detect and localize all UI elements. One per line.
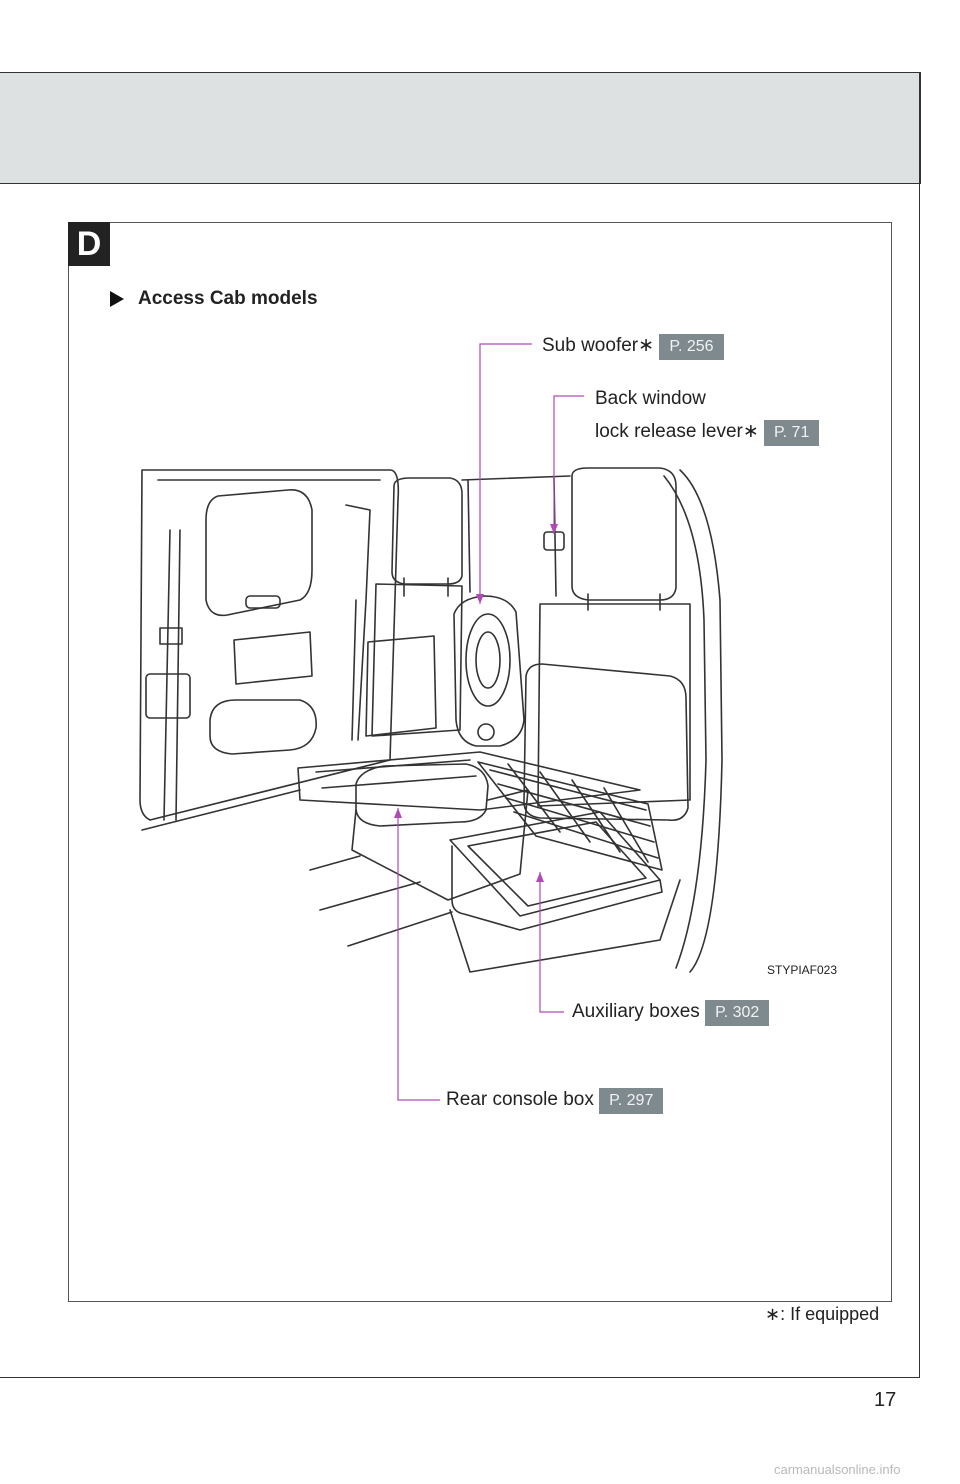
callout-back-window-lever: Back window — [595, 388, 706, 410]
callout-label: Rear console box — [446, 1089, 594, 1110]
section-box — [68, 222, 892, 1302]
header-band — [0, 72, 921, 184]
callout-auxiliary-boxes: Auxiliary boxes P. 302 — [572, 1000, 770, 1026]
watermark: carmanualsonline.info — [774, 1462, 901, 1477]
subheading: Access Cab models — [110, 288, 318, 310]
page-ref-badge[interactable]: P. 71 — [764, 420, 820, 446]
callout-label-line1: Back window — [595, 388, 706, 409]
asterisk-icon: ∗ — [765, 1304, 781, 1324]
asterisk-icon: ∗ — [742, 421, 759, 442]
page-ref-badge[interactable]: P. 256 — [659, 334, 724, 360]
drawing-code: STYPIAF023 — [767, 963, 838, 977]
subheading-text: Access Cab models — [138, 288, 318, 309]
callout-label: Auxiliary boxes — [572, 1001, 700, 1022]
page-ref-badge[interactable]: P. 297 — [599, 1088, 664, 1114]
asterisk-icon: ∗ — [638, 335, 655, 356]
callout-rear-console-box: Rear console box P. 297 — [446, 1088, 664, 1114]
footnote: ∗: If equipped — [765, 1304, 879, 1325]
callout-label-line2: lock release lever — [595, 421, 743, 442]
page-bottom-rule — [0, 1377, 920, 1378]
triangle-bullet-icon — [110, 291, 124, 307]
page-right-rule — [919, 72, 920, 1378]
callout-back-window-lever-line2: lock release lever∗ P. 71 — [595, 420, 820, 446]
page-number: 17 — [874, 1389, 897, 1411]
page-ref-badge[interactable]: P. 302 — [705, 1000, 770, 1026]
callout-sub-woofer: Sub woofer∗ P. 256 — [542, 334, 724, 360]
footnote-text: : If equipped — [780, 1304, 880, 1324]
section-letter: D — [68, 222, 110, 266]
callout-label: Sub woofer — [542, 335, 639, 356]
